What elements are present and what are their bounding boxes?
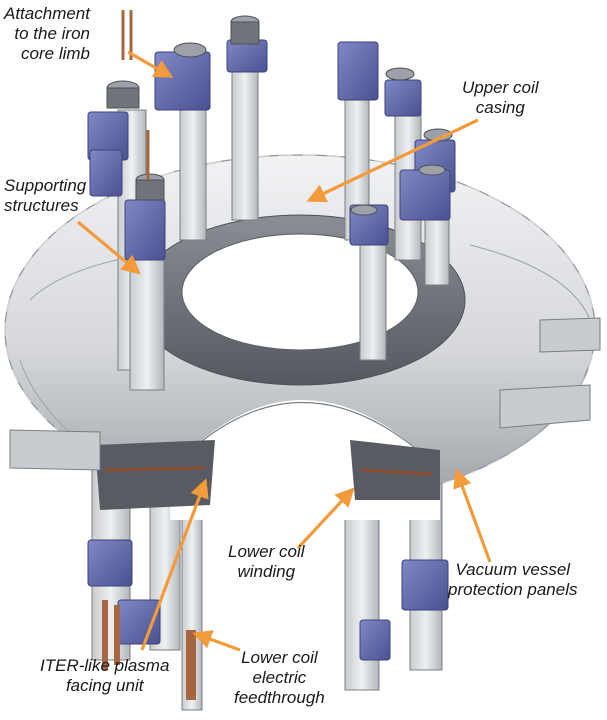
- label-line: structures: [4, 196, 79, 215]
- label-lower-winding: Lower coil winding: [228, 542, 305, 582]
- label-line: Supporting: [4, 176, 87, 195]
- label-line: feedthrough: [234, 688, 325, 707]
- arrow-vacuum-vessel: [453, 468, 492, 563]
- label-line: winding: [237, 562, 296, 581]
- arrow-supporting: [76, 220, 141, 275]
- label-line: Vacuum vessel: [455, 560, 571, 579]
- label-vacuum-vessel: Vacuum vessel protection panels: [448, 560, 577, 600]
- label-feedthrough: Lower coil electric feedthrough: [234, 648, 325, 708]
- label-supporting: Supporting structures: [4, 176, 86, 216]
- label-upper-coil: Upper coil casing: [462, 78, 539, 118]
- label-line: electric: [252, 668, 307, 687]
- label-line: Upper coil: [462, 78, 539, 97]
- label-line: casing: [475, 98, 525, 117]
- label-iter-like: ITER-like plasma facing unit: [40, 656, 169, 696]
- label-line: ITER-like plasma: [40, 656, 170, 675]
- label-line: protection panels: [448, 580, 578, 599]
- annotation-arrows: [76, 50, 492, 652]
- label-line: Lower coil: [241, 648, 318, 667]
- coil-winding-windows: [95, 440, 440, 510]
- label-line: core limb: [21, 44, 90, 63]
- label-line: facing unit: [65, 676, 144, 695]
- label-line: Attachment: [4, 4, 90, 23]
- arrow-attachment: [127, 50, 174, 78]
- label-line: to the iron: [14, 24, 90, 43]
- arrow-feedthrough: [192, 630, 241, 652]
- arrow-iter-like: [140, 478, 209, 651]
- copper-feedthrough: [102, 600, 196, 700]
- label-line: Lower coil: [228, 542, 305, 561]
- label-attachment: Attachment to the iron core limb: [4, 4, 90, 64]
- side-ports: [9, 317, 601, 471]
- arrow-upper-coil: [306, 118, 479, 203]
- column-caps: [106, 15, 453, 216]
- arrow-lower-winding: [296, 487, 355, 550]
- copper-top-cables: [121, 10, 150, 180]
